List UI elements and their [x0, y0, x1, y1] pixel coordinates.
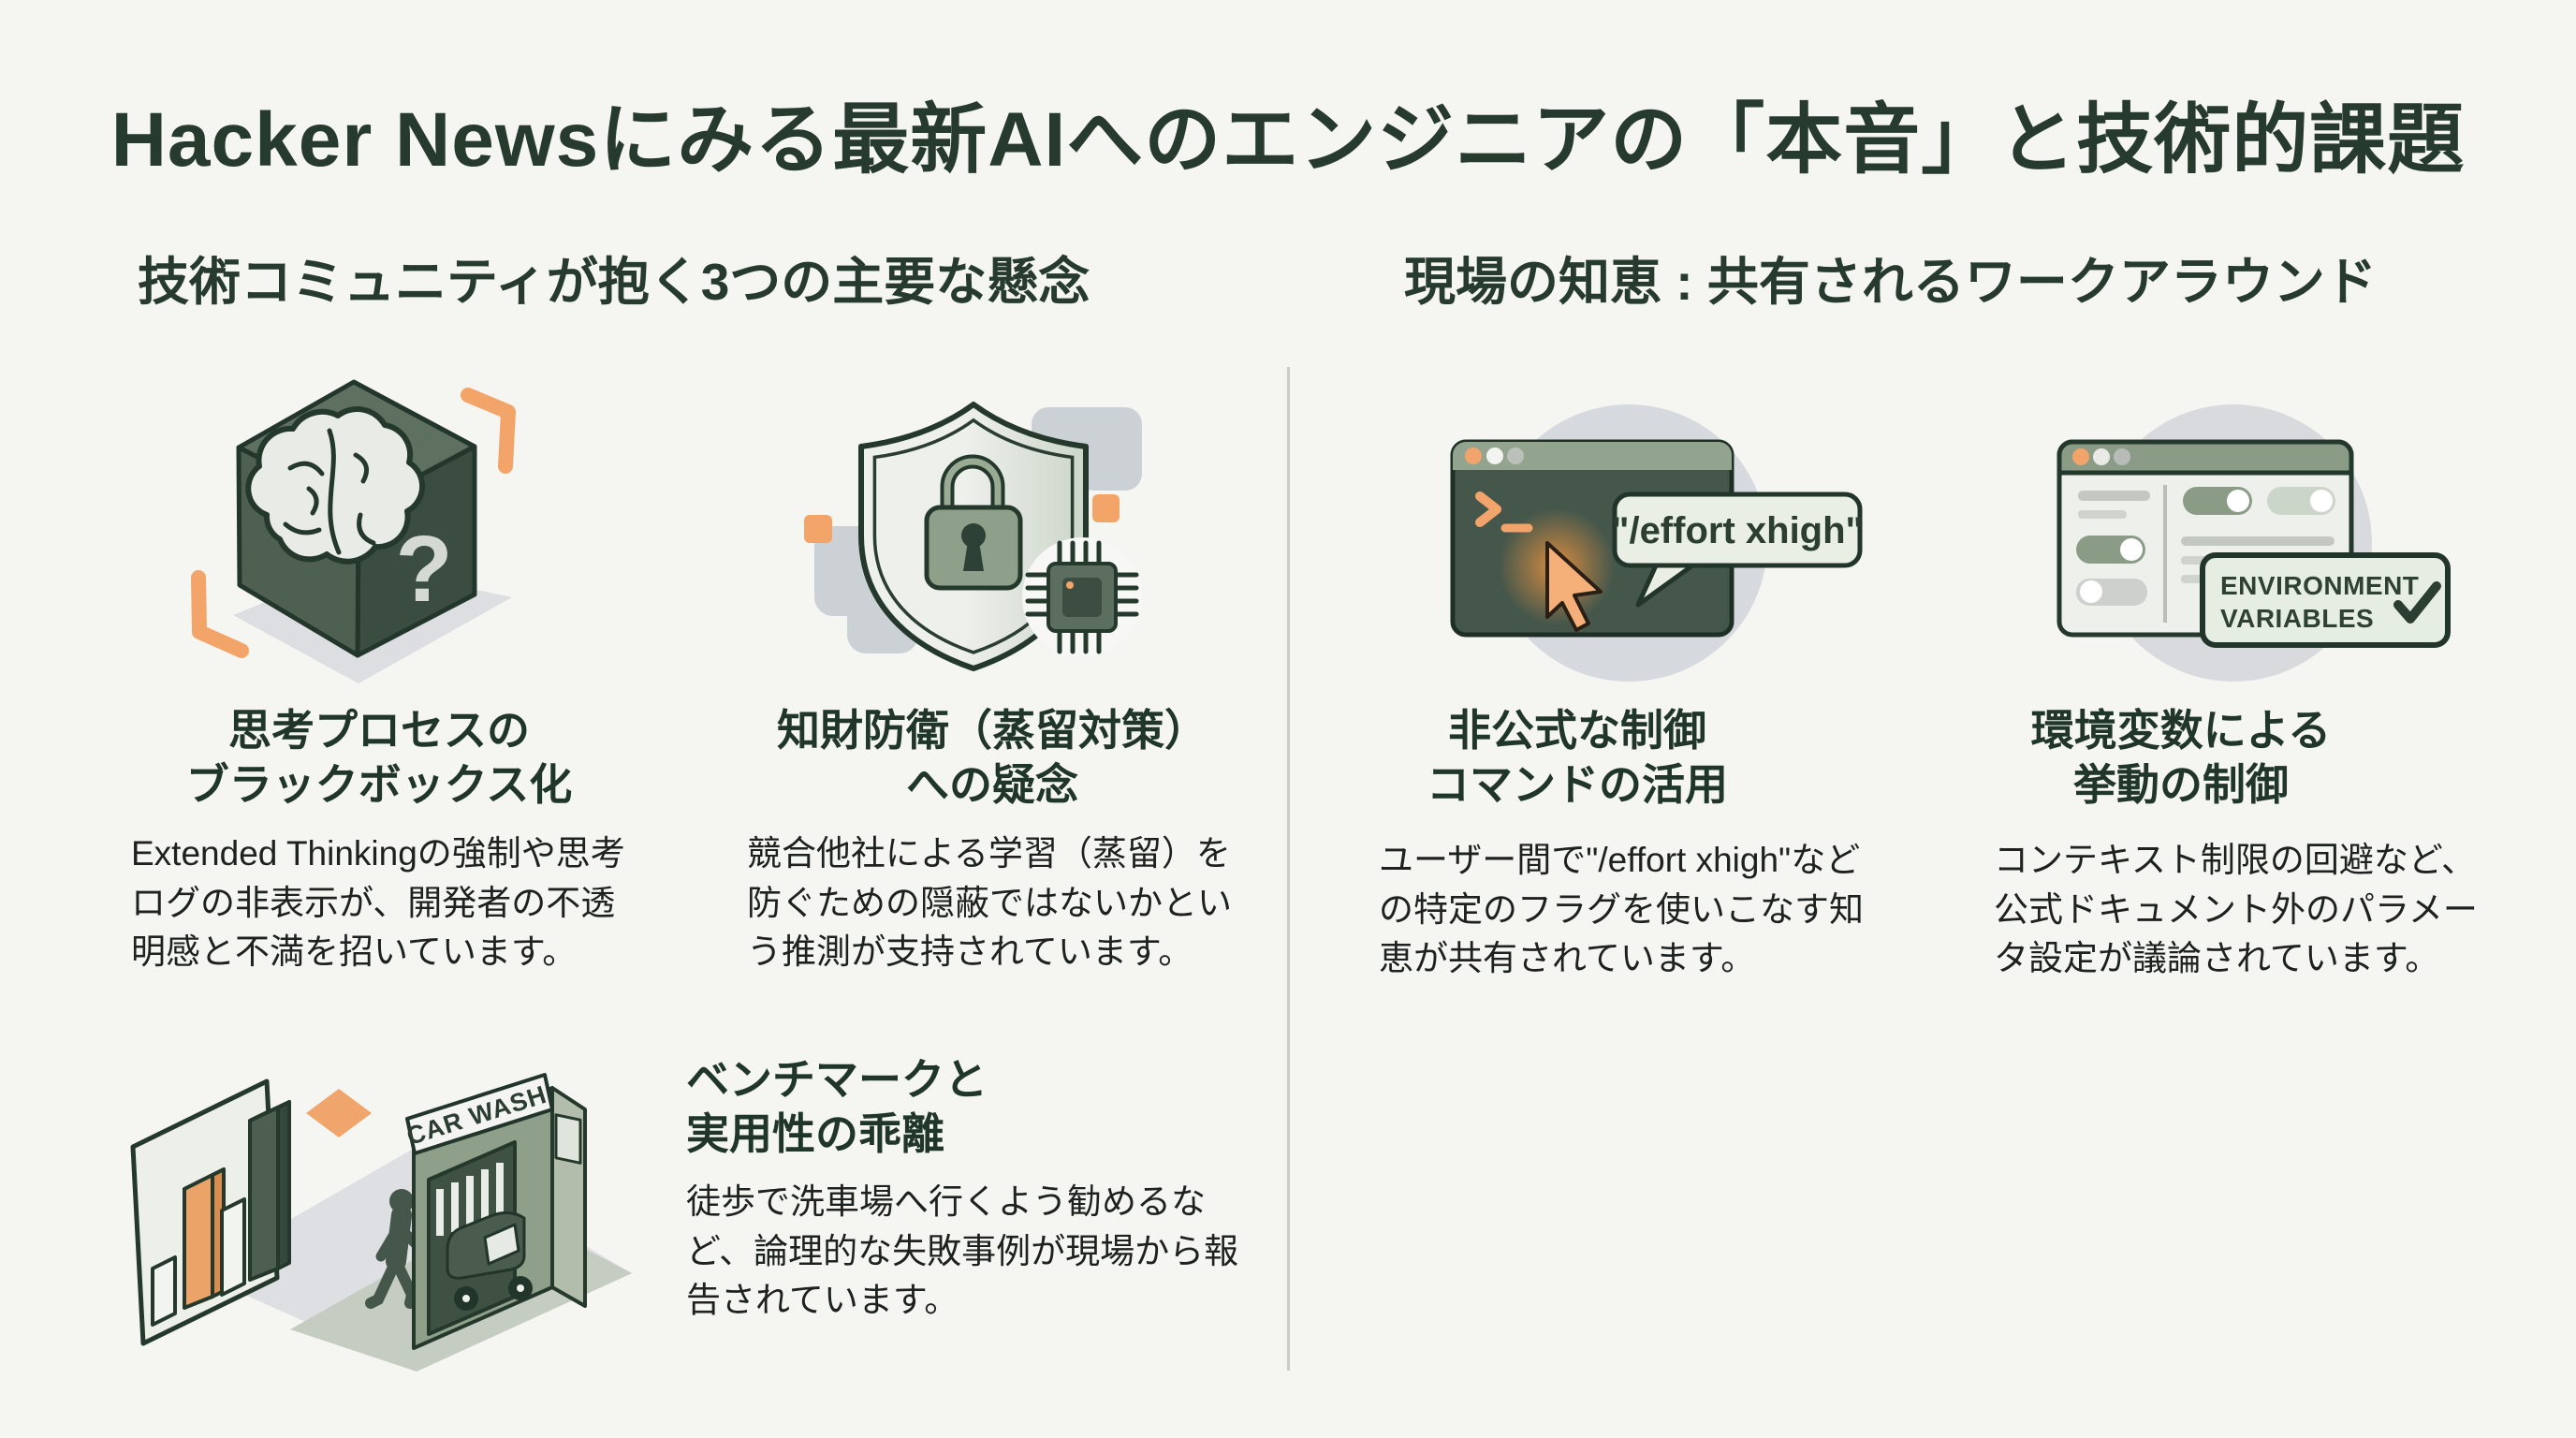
bubble-text: "/effort xhigh" [1611, 510, 1863, 551]
orange-square-icon [1092, 494, 1120, 522]
lock-icon [924, 454, 1023, 591]
blackbox-cube-brain-icon: ? [191, 379, 516, 683]
environment-variables-label: ENVIRONMENT VARIABLES [2200, 552, 2451, 648]
orange-square-icon [804, 515, 832, 543]
card-terminal-icon-area: "/effort xhigh" [1446, 393, 1914, 712]
left-section-heading: 技術コミュニティが抱く3つの主要な懸念 [138, 253, 1090, 311]
card-benchmark-icon-area: CAR WASH [112, 1067, 637, 1376]
cursor-arrow-icon [1545, 541, 1603, 632]
benchmark-carwash-illustration: CAR WASH [130, 1073, 632, 1372]
chip-icon [1022, 537, 1142, 657]
background-blob [814, 407, 1142, 653]
item-body-blackbox: Extended Thinkingの強制や思考ログの非表示が、開発者の不透明感と… [131, 834, 625, 972]
right-section-heading: 現場の知恵 : 共有されるワークアラウンド [1404, 253, 2377, 311]
speech-bubble: "/effort xhigh" [1611, 492, 1864, 608]
terminal-cursor-icon: "/effort xhigh" [1450, 404, 1864, 682]
bar-chart-board-icon [130, 1078, 291, 1346]
orange-diamond [306, 1089, 372, 1137]
env-label-line1: ENVIRONMENT [2220, 571, 2419, 600]
item-title-ip-defense: 知財防衛（蒸留対策） への疑念 [777, 706, 1208, 809]
environment-variables-window-icon: ENVIRONMENT VARIABLES [2056, 404, 2451, 682]
brain-icon [245, 406, 426, 565]
env-label-line2: VARIABLES [2220, 604, 2374, 633]
card-shield-icon-area [796, 393, 1198, 693]
item-body-benchmark: 徒歩で洗車場へ行くよう勧めるなど、論理的な失敗事例が現場から報告されています。 [686, 1182, 1239, 1320]
card-envvars-icon-area: ENVIRONMENT VARIABLES [2050, 393, 2518, 702]
column-divider [1287, 367, 1290, 1371]
car-icon [446, 1211, 533, 1311]
item-title-blackbox: 思考プロセスの ブラックボックス化 [185, 706, 573, 809]
shield-lock-chip-icon [804, 402, 1142, 671]
page-title: Hacker Newsにみる最新AIへのエンジニアの「本音」と技術的課題 [110, 97, 2466, 183]
settings-window-icon [2056, 439, 2354, 638]
item-body-env-vars: コンテキスト制限の回避など、公式ドキュメント外のパラメータ設定が議論されています… [1994, 841, 2478, 978]
carwash-building-icon: CAR WASH [403, 1073, 587, 1350]
item-body-unofficial-commands: ユーザー間で"/effort xhigh"などの特定のフラグを使いこなす知恵が共… [1379, 841, 1864, 978]
item-title-benchmark: ベンチマークと 実用性の乖離 [686, 1055, 988, 1158]
item-title-env-vars: 環境変数による 挙動の制御 [2030, 706, 2332, 809]
corner-brackets-icon [191, 388, 516, 658]
item-body-ip-defense: 競合他社による学習（蒸留）を防ぐための隠蔽ではないかという推測が支持されています… [747, 834, 1232, 972]
item-title-unofficial-commands: 非公式な制御 コマンドの活用 [1427, 706, 1728, 809]
card-blackbox-icon-area: ? [159, 365, 580, 702]
checkmark-icon [2393, 581, 2441, 624]
